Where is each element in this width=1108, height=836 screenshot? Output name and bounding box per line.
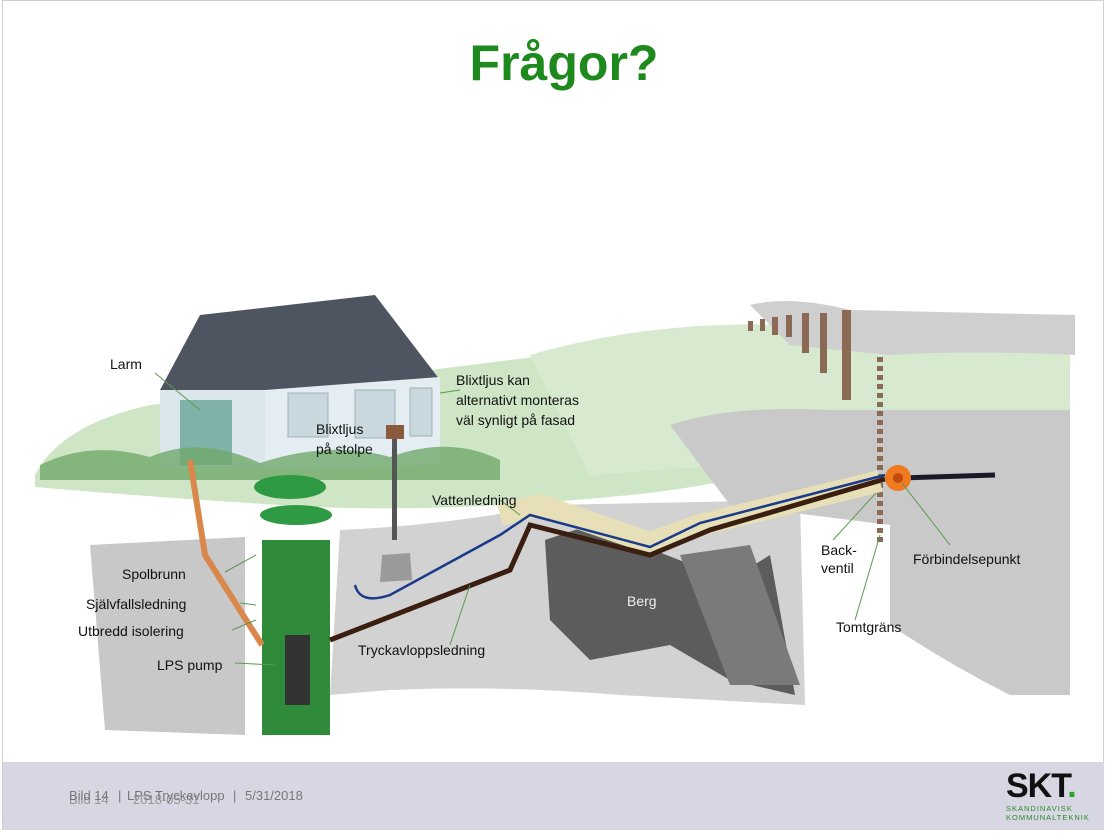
footer-separator-2: | <box>233 788 237 803</box>
logo-line-2: KOMMUNALTEKNIK <box>1006 813 1090 822</box>
light-post <box>392 435 397 540</box>
label-spolbrunn: Spolbrunn <box>122 566 186 582</box>
pump-chamber-cover <box>254 475 326 499</box>
label-tomtgrans: Tomtgräns <box>836 619 902 635</box>
soil-right <box>670 409 1070 695</box>
skt-logo: SKT. SKANDINAVISK KOMMUNALTEKNIK <box>1006 767 1090 826</box>
logo-main-text: SKT <box>1006 767 1068 805</box>
pump <box>285 635 310 705</box>
footer-date: 5/31/2018 <box>245 788 303 803</box>
label-backventil-1: Back- <box>821 542 857 558</box>
main-line <box>899 472 996 481</box>
footer-slide-number: Bild 14 <box>69 788 109 803</box>
label-berg: Berg <box>627 593 657 609</box>
label-blixtljus-fasad-1: Blixtljus kan <box>456 372 530 388</box>
pump-chamber-lid <box>260 505 332 525</box>
fence <box>748 310 851 400</box>
label-larm: Larm <box>110 356 142 372</box>
insulation-layer <box>497 470 883 555</box>
slide-footer: Bild 14 2018-05-31 Bild 14 | LPS Tryckav… <box>3 762 1104 830</box>
label-lps-pump: LPS pump <box>157 657 223 673</box>
slide-title: Frågor? <box>469 35 659 91</box>
label-blixtljus-stolpe-1: Blixtljus <box>316 421 364 437</box>
lps-system-illustration <box>35 295 1075 735</box>
water-pipe <box>353 473 886 600</box>
label-sjalvfallsledning: Självfallsledning <box>86 596 187 612</box>
leader-lines <box>154 372 951 666</box>
label-blixtljus-fasad-3: väl synligt på fasad <box>456 412 576 428</box>
label-blixtljus-stolpe-2: på stolpe <box>316 441 373 457</box>
label-utbredd-isolering: Utbredd isolering <box>78 623 184 639</box>
label-blixtljus-fasad-2: alternativt monteras <box>456 392 579 408</box>
house-window-1 <box>287 392 329 438</box>
logo-dot: . <box>1067 767 1077 805</box>
footer-ghost-date: 2018-05-31 <box>133 792 200 807</box>
soil-right-top <box>750 301 1075 355</box>
soil-left <box>90 537 245 735</box>
logo-line-1: SKANDINAVISK <box>1006 804 1073 813</box>
gravity-pipe <box>187 459 265 647</box>
pressure-pipe <box>329 476 886 643</box>
bushes <box>40 446 500 480</box>
footer-separator-1: | <box>118 788 122 803</box>
house-window-3 <box>409 387 433 437</box>
house-roof <box>160 295 440 395</box>
lawn-right <box>530 324 1070 475</box>
footer-presentation-title: LPS Tryckavlopp <box>127 788 225 803</box>
label-tryckavloppsledning: Tryckavloppsledning <box>358 642 486 658</box>
footer-ghost-slide-number: Bild 14 <box>69 792 109 807</box>
light-box <box>386 425 404 439</box>
bedrock-right <box>680 545 800 685</box>
label-forbindelsepunkt: Förbindelsepunkt <box>913 551 1021 567</box>
post-base <box>380 553 412 582</box>
label-backventil-2: ventil <box>821 560 854 576</box>
label-vattenledning: Vattenledning <box>432 492 517 508</box>
